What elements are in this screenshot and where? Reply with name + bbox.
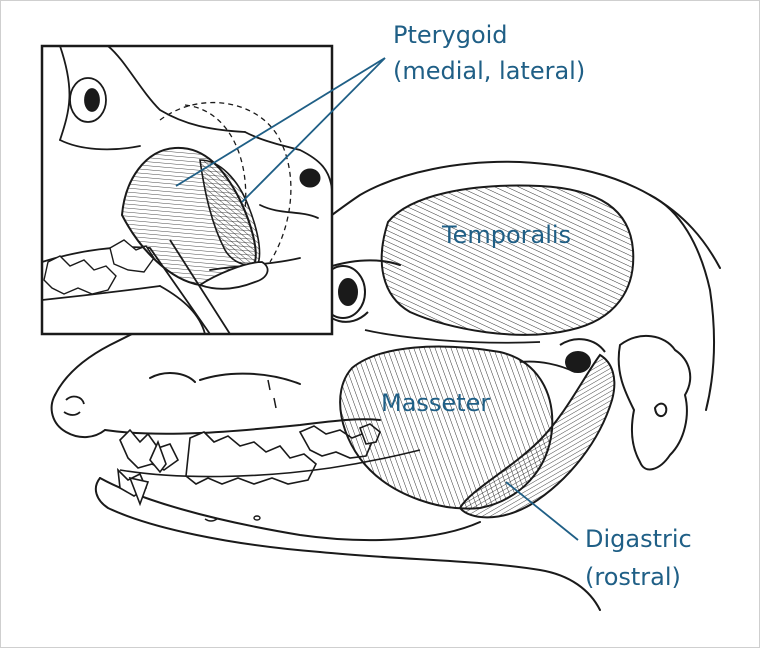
pterygoid-label: Pterygoid — [393, 21, 508, 49]
temporalis-muscle — [380, 184, 635, 336]
digastric-leader — [505, 481, 579, 541]
lower-teeth — [116, 467, 150, 507]
digastric-sublabel: (rostral) — [585, 563, 681, 591]
zygomatic-arch — [364, 329, 576, 373]
inset-panel — [40, 44, 334, 336]
leader-lines — [175, 57, 579, 541]
digastric-muscle — [458, 353, 616, 519]
chin-marks — [204, 515, 261, 522]
ear-canal — [559, 338, 606, 373]
digastric-label: Digastric — [585, 525, 692, 553]
temporalis-label: Temporalis — [442, 221, 572, 249]
masseter-label: Masseter — [381, 389, 491, 417]
ear-cartilage — [617, 334, 692, 471]
pterygoid-leader-medial — [241, 57, 386, 203]
nose — [63, 395, 85, 416]
pterygoid-sublabel: (medial, lateral) — [393, 57, 586, 85]
muzzle-marks — [267, 379, 277, 409]
pterygoid-leader-lateral — [175, 57, 386, 187]
